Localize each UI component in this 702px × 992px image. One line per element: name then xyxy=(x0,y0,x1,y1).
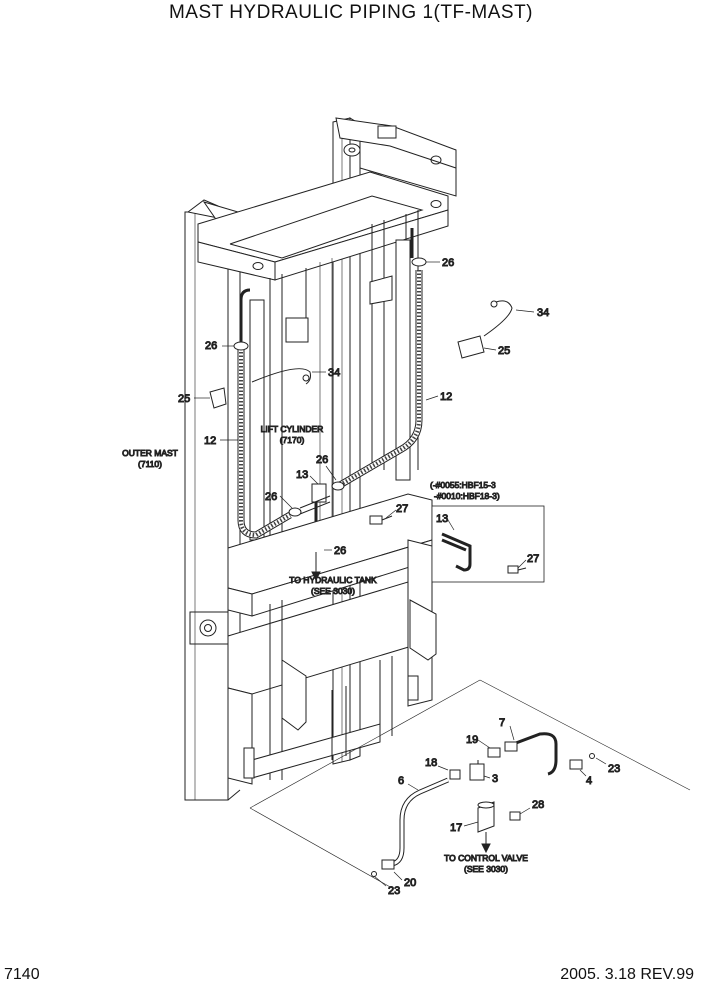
boundary-lines xyxy=(249,679,691,889)
callout-4: 4 xyxy=(586,775,592,787)
callout-13: 13 xyxy=(296,469,308,481)
fitting-27 xyxy=(369,515,393,525)
page-title: MAST HYDRAULIC PIPING 1(TF-MAST) xyxy=(168,2,533,23)
block-17 xyxy=(477,801,495,833)
callout-28: 28 xyxy=(532,799,544,811)
fitting-3 xyxy=(469,760,485,781)
callout-7: 7 xyxy=(499,717,505,729)
callout-26: 26 xyxy=(205,340,217,352)
wire-34-right xyxy=(483,300,513,337)
callout-26: 26 xyxy=(265,491,277,503)
hose-6 xyxy=(371,777,449,877)
callout-20: 20 xyxy=(404,877,416,889)
callout-25: 25 xyxy=(498,345,510,357)
arrow-to-tank xyxy=(311,552,321,582)
callout-26: 26 xyxy=(334,545,346,557)
callout-17: 17 xyxy=(450,822,462,834)
callout-numbers: 26 34 25 26 34 25 12 12 13 26 26 27 26 1… xyxy=(178,257,621,898)
hose-12-right xyxy=(338,228,423,489)
lift-cylinder-label: LIFT CYLINDER xyxy=(261,424,324,434)
callout-18: 18 xyxy=(425,757,437,769)
callout-27: 27 xyxy=(396,503,408,515)
to-valve-ref: (SEE 3030) xyxy=(464,864,508,874)
connector-4 xyxy=(569,753,595,770)
pipe-7 xyxy=(504,732,558,776)
leader-lines xyxy=(194,261,607,887)
callout-13: 13 xyxy=(436,513,448,525)
callout-26: 26 xyxy=(316,454,328,466)
callout-12: 12 xyxy=(204,435,216,447)
serial-note-2: -#0010:HBF18-3) xyxy=(434,491,500,501)
hose-12-left xyxy=(237,288,292,539)
callout-3: 3 xyxy=(492,773,498,785)
lift-cylinder-ref: (7170) xyxy=(280,435,305,445)
variant-inset xyxy=(431,505,545,583)
arrow-to-valve xyxy=(481,832,491,854)
callout-23: 23 xyxy=(388,885,400,897)
page-number: 7140 xyxy=(4,966,40,983)
outer-mast-label: OUTER MAST xyxy=(122,448,178,458)
clip-25-right xyxy=(457,335,485,359)
clip-25-left xyxy=(209,387,227,409)
fitting-19 xyxy=(487,747,501,758)
callout-23: 23 xyxy=(608,763,620,775)
to-tank-label: TO HYDRAULIC TANK xyxy=(289,575,377,585)
to-valve-label: TO CONTROL VALVE xyxy=(444,853,528,863)
revision-date: 2005. 3.18 REV.99 xyxy=(560,966,694,983)
to-tank-ref: (SEE 3030) xyxy=(311,586,355,596)
wire-34-left xyxy=(251,368,311,385)
callout-34: 34 xyxy=(537,307,549,319)
callout-6: 6 xyxy=(398,775,404,787)
callout-12: 12 xyxy=(440,391,452,403)
callout-34: 34 xyxy=(328,367,340,379)
fitting-18 xyxy=(449,769,461,780)
callout-27: 27 xyxy=(527,553,539,565)
outer-mast-ref: (7110) xyxy=(138,459,162,469)
top-crossmember xyxy=(197,171,449,281)
callout-25: 25 xyxy=(178,393,190,405)
callout-19: 19 xyxy=(466,734,478,746)
serial-note-1: (-#0055:HBF15-3 xyxy=(430,480,496,490)
diagram-labels: LIFT CYLINDER (7170) OUTER MAST (7110) T… xyxy=(122,424,529,875)
callout-26: 26 xyxy=(442,257,454,269)
fitting-28 xyxy=(509,811,521,821)
